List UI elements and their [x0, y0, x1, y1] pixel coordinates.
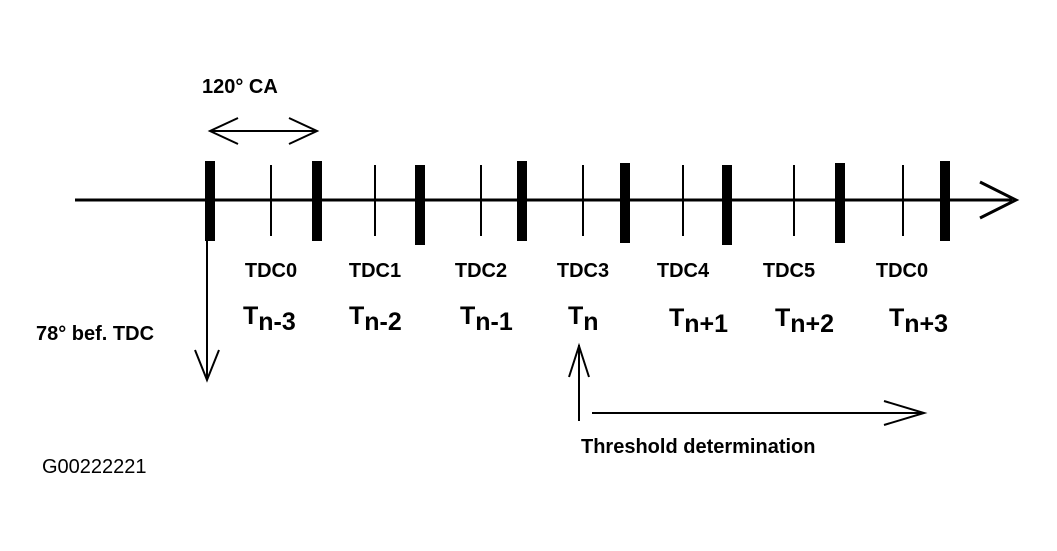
t-label-base: T — [568, 302, 583, 330]
angle-span-arrowhead-left — [207, 117, 239, 145]
t-label: Tn-1 — [460, 302, 513, 336]
time-axis-arrowhead — [979, 180, 1020, 220]
segment-marker — [722, 165, 732, 245]
tdc-label: TDC0 — [876, 260, 928, 282]
tdc-label: TDC3 — [557, 260, 609, 282]
t-label-base: T — [889, 304, 904, 332]
threshold-up-arrowhead — [568, 342, 590, 378]
tdc-label: TDC2 — [455, 260, 507, 282]
tdc-label: TDC5 — [763, 260, 815, 282]
t-label-base: T — [349, 302, 364, 330]
t-label: Tn+2 — [775, 304, 834, 338]
t-label: Tn+1 — [669, 304, 728, 338]
tdc-ticks — [270, 165, 904, 236]
t-label-base: T — [460, 302, 475, 330]
t-label-base: T — [669, 304, 684, 332]
t-label: Tn-3 — [243, 302, 296, 336]
segment-marker — [205, 161, 215, 241]
start-down-arrowhead — [194, 349, 220, 383]
t-label-sub: n+2 — [790, 310, 834, 338]
segment-marker — [940, 161, 950, 241]
angle-span-arrowhead-right — [288, 117, 320, 145]
angle-span-label: 120° CA — [202, 76, 278, 98]
segment-marker — [312, 161, 322, 241]
threshold-label: Threshold determination — [581, 436, 815, 458]
tdc-label: TDC4 — [657, 260, 710, 282]
segment-marker — [415, 165, 425, 245]
segment-markers — [205, 161, 950, 245]
t-label-base: T — [775, 304, 790, 332]
segment-marker — [835, 163, 845, 243]
t-labels: Tn-3 Tn-2 Tn-1 Tn Tn+1 Tn+2 Tn+3 — [243, 302, 948, 338]
t-label-sub: n+3 — [904, 310, 948, 338]
t-label-sub: n-1 — [475, 308, 513, 336]
t-label: Tn+3 — [889, 304, 948, 338]
tdc-labels: TDC0 TDC1 TDC2 TDC3 TDC4 TDC5 TDC0 — [245, 260, 928, 282]
start-label: 78° bef. TDC — [36, 323, 154, 345]
segment-marker — [620, 163, 630, 243]
tdc-label: TDC0 — [245, 260, 297, 282]
t-label-base: T — [243, 302, 258, 330]
segment-marker — [517, 161, 527, 241]
t-label: Tn-2 — [349, 302, 402, 336]
tdc-label: TDC1 — [349, 260, 401, 282]
t-label-sub: n — [583, 308, 598, 336]
t-label-sub: n+1 — [684, 310, 728, 338]
threshold-right-arrowhead — [883, 400, 928, 426]
figure-id: G00222221 — [42, 456, 147, 478]
t-label-sub: n-2 — [364, 308, 402, 336]
t-label-sub: n-3 — [258, 308, 296, 336]
t-label: Tn — [568, 302, 599, 336]
